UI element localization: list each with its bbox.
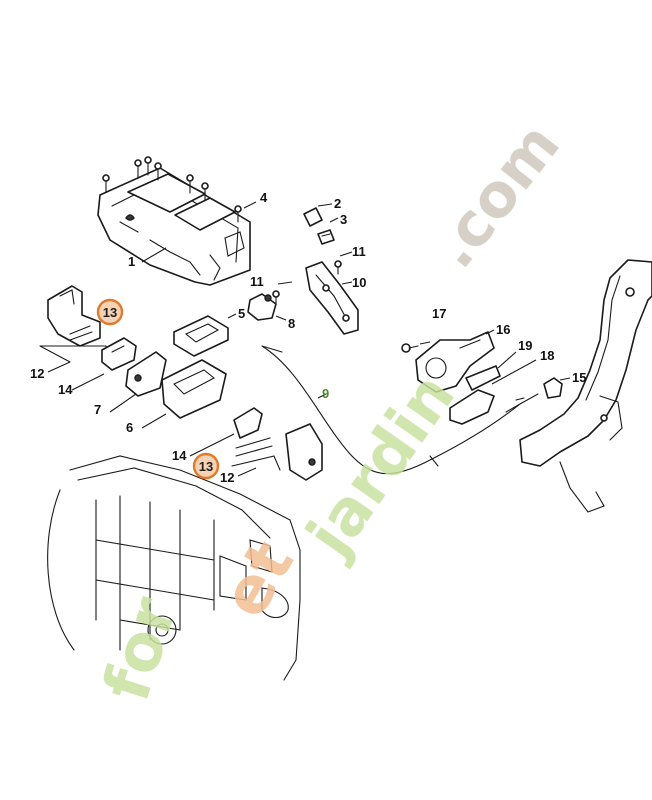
part-5-frame: [173, 315, 229, 357]
callout-13-lower: 13: [199, 459, 213, 474]
leader-lines: [47, 201, 571, 477]
callout-8: 8: [288, 316, 295, 331]
part-6-cover: [161, 359, 227, 419]
callout-1: 1: [128, 254, 135, 269]
part-9-cable: [261, 345, 539, 475]
part-3-nut: [317, 229, 335, 245]
part-2-cap: [303, 207, 323, 227]
highlight-13-upper: 13: [96, 298, 124, 326]
callout-12-lower: 12: [220, 470, 234, 485]
part-17-screw: [401, 343, 419, 353]
part-16-lever: [415, 331, 495, 393]
callout-3: 3: [340, 212, 347, 227]
callout-13-upper: 13: [103, 305, 117, 320]
callout-12-left: 12: [30, 366, 44, 381]
lower-housing: [47, 455, 301, 681]
callout-10: 10: [352, 275, 366, 290]
highlight-13-lower: 13: [192, 452, 220, 480]
callout-16: 16: [496, 322, 510, 337]
callout-14-lower: 14: [172, 448, 187, 463]
callout-15: 15: [572, 370, 586, 385]
part-14-clip-lower: [233, 407, 263, 439]
callout-5: 5: [238, 306, 245, 321]
callout-6: 6: [126, 420, 133, 435]
callout-18: 18: [540, 348, 554, 363]
callout-7: 7: [94, 402, 101, 417]
part-4-screw: [234, 205, 242, 223]
watermark-part-1: for: [90, 588, 192, 710]
part-14-clip-upper: [101, 337, 137, 371]
callout-14-left: 14: [58, 382, 73, 397]
part-11-screw-top: [334, 260, 342, 275]
callout-4: 4: [260, 190, 268, 205]
watermark-part-2: et: [208, 529, 309, 630]
part-19-grip: [465, 365, 501, 391]
part-10-bracket: [305, 261, 359, 335]
callout-labels: 1 2 3 4 5 6 7 8 9 10 11 11 12 12 14 14 1…: [30, 190, 586, 485]
part-8-switch: [247, 293, 277, 321]
part-7-slider: [125, 351, 167, 397]
part-1-housing: [97, 156, 251, 286]
part-12-13-lower-assembly: [231, 423, 323, 481]
callout-17: 17: [432, 306, 446, 321]
part-15-nut: [543, 377, 563, 399]
callout-11-top: 11: [352, 244, 366, 259]
watermark-part-4: .com: [419, 110, 574, 281]
callout-9: 9: [322, 386, 329, 401]
part-11-screw-left: [272, 290, 280, 305]
callout-19: 19: [518, 338, 532, 353]
callout-11-left: 11: [250, 274, 264, 289]
part-12-13-left-assembly: [39, 285, 111, 363]
right-handle-frame: [519, 259, 652, 513]
callout-2: 2: [334, 196, 341, 211]
part-18-trigger: [449, 389, 495, 425]
